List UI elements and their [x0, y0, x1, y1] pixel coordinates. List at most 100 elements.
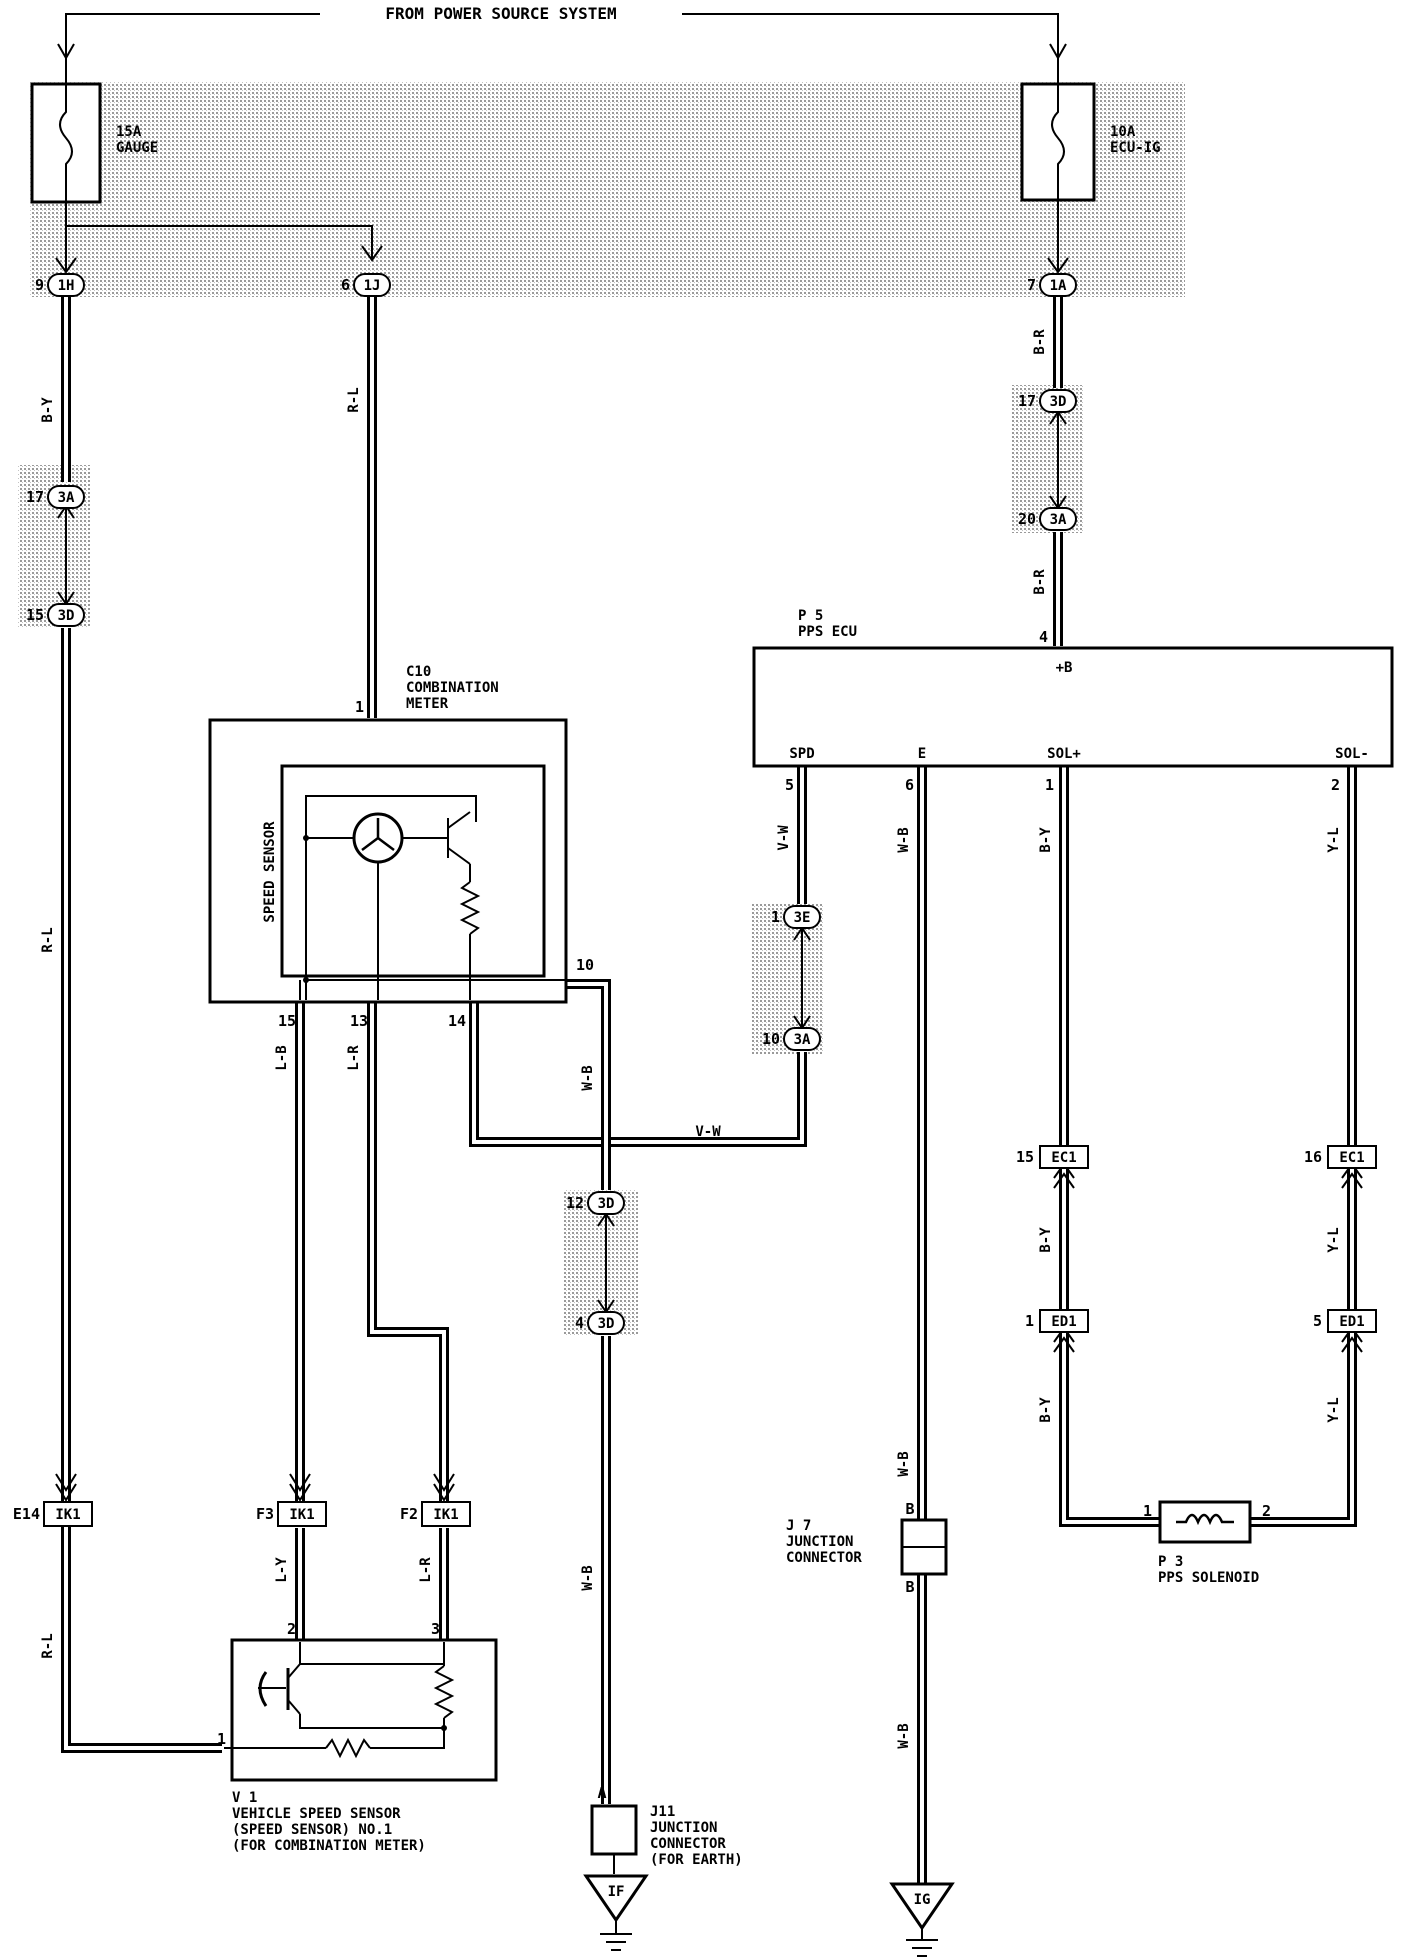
svg-text:R-L: R-L [40, 927, 56, 952]
connector-3D-right: 17 3D [1018, 389, 1077, 413]
svg-text:SOL-: SOL- [1335, 746, 1369, 762]
svg-text:1: 1 [1045, 776, 1054, 794]
svg-text:W-B: W-B [896, 827, 912, 852]
wire-color-labels: B-Y R-L B-R B-R R-L L-B L-R W-B V-W V-W … [40, 329, 1342, 1749]
svg-text:E14: E14 [13, 1505, 40, 1523]
svg-text:F2: F2 [400, 1505, 418, 1523]
vehicle-speed-sensor-line2: (SPEED SENSOR) NO.1 [232, 1822, 392, 1838]
svg-text:F3: F3 [256, 1505, 274, 1523]
svg-text:L-R: L-R [418, 1557, 434, 1583]
svg-text:9: 9 [35, 276, 44, 294]
svg-text:B-Y: B-Y [40, 397, 56, 423]
pps-solenoid: 1 2 P 3 PPS SOLENOID [1143, 1500, 1271, 1586]
connector-1H: 9 1H [35, 273, 85, 297]
svg-text:1H: 1H [58, 278, 75, 294]
svg-text:17: 17 [26, 488, 44, 506]
svg-text:ED1: ED1 [1339, 1314, 1364, 1330]
pps-solenoid-name: PPS SOLENOID [1158, 1570, 1259, 1586]
svg-text:B: B [905, 1578, 914, 1596]
connector-IK1-F2: F2 IK1 [400, 1501, 471, 1527]
svg-text:4: 4 [575, 1314, 584, 1332]
svg-text:6: 6 [341, 276, 350, 294]
svg-text:1J: 1J [364, 278, 381, 294]
ground-ig: IG [889, 1882, 955, 1957]
junction-block-area [30, 82, 1185, 297]
pps-ecu-name: PPS ECU [798, 624, 857, 640]
power-source-line: FROM POWER SOURCE SYSTEM [57, 4, 1067, 61]
j11-line1: JUNCTION [650, 1820, 717, 1836]
svg-text:W-B: W-B [580, 1065, 596, 1090]
power-source-label: FROM POWER SOURCE SYSTEM [385, 4, 616, 23]
sensor-resistor-v-icon [433, 1665, 455, 1719]
connector-3D-left: 15 3D [26, 603, 85, 627]
connector-EC1-right: 16 EC1 [1304, 1145, 1377, 1169]
junction-connector-j7: B B J 7 JUNCTION CONNECTOR [786, 1500, 948, 1596]
connector-arrowheads [55, 1162, 1363, 1502]
svg-text:B-R: B-R [1032, 329, 1048, 355]
svg-text:ED1: ED1 [1051, 1314, 1076, 1330]
combination-meter: C10 COMBINATION METER SPEED SENSOR 1 10 … [208, 664, 594, 1030]
speed-sensor-label: SPEED SENSOR [262, 821, 278, 923]
j11-line2: CONNECTOR [650, 1836, 726, 1852]
svg-text:B-Y: B-Y [1038, 1227, 1054, 1253]
svg-text:5: 5 [785, 776, 794, 794]
svg-text:A: A [597, 1784, 606, 1802]
svg-text:6: 6 [905, 776, 914, 794]
fuse-gauge-rating: 15A [116, 124, 142, 140]
svg-text:V-W: V-W [695, 1124, 721, 1140]
svg-text:3D: 3D [598, 1196, 615, 1212]
svg-text:R-L: R-L [40, 1633, 56, 1658]
svg-text:1A: 1A [1050, 278, 1067, 294]
j7-line2: CONNECTOR [786, 1550, 862, 1566]
svg-text:3A: 3A [794, 1032, 811, 1048]
svg-text:10: 10 [762, 1030, 780, 1048]
svg-text:4: 4 [1039, 628, 1048, 646]
svg-text:IG: IG [914, 1892, 931, 1908]
svg-text:E: E [918, 746, 926, 762]
svg-text:EC1: EC1 [1339, 1150, 1364, 1166]
svg-text:16: 16 [1304, 1148, 1322, 1166]
svg-text:2: 2 [1262, 1502, 1271, 1520]
combination-meter-name-1: COMBINATION [406, 680, 499, 696]
pps-ecu: P 5 PPS ECU 4 +B SPD E SOL+ SOL- 5 6 1 2 [752, 608, 1394, 794]
svg-text:L-Y: L-Y [274, 1557, 290, 1583]
svg-text:B-Y: B-Y [1038, 827, 1054, 853]
svg-text:5: 5 [1313, 1312, 1322, 1330]
pps-ecu-code: P 5 [798, 608, 823, 624]
connector-EC1-left: 15 EC1 [1016, 1145, 1089, 1169]
connector-3D-mid-top: 12 3D [566, 1191, 625, 1215]
svg-text:15: 15 [278, 1012, 296, 1030]
connector-3D-mid-bottom: 4 3D [575, 1311, 625, 1335]
svg-text:7: 7 [1027, 276, 1036, 294]
svg-text:B-R: B-R [1032, 569, 1048, 595]
svg-text:Y-L: Y-L [1326, 827, 1342, 852]
svg-text:B: B [905, 1500, 914, 1518]
vehicle-speed-sensor-line1: VEHICLE SPEED SENSOR [232, 1806, 401, 1822]
svg-text:IK1: IK1 [289, 1507, 314, 1523]
svg-text:1: 1 [1025, 1312, 1034, 1330]
j7-code: J 7 [786, 1518, 811, 1534]
svg-text:L-R: L-R [346, 1045, 362, 1071]
svg-text:3A: 3A [1050, 512, 1067, 528]
svg-text:15: 15 [26, 606, 44, 624]
svg-text:W-B: W-B [580, 1565, 596, 1590]
connector-3A-left: 17 3A [26, 485, 85, 509]
svg-text:10: 10 [576, 956, 594, 974]
svg-text:2: 2 [1331, 776, 1340, 794]
connector-3E: 1 3E [771, 905, 821, 929]
vehicle-speed-sensor-code: V 1 [232, 1790, 257, 1806]
fuse-gauge-name: GAUGE [116, 140, 158, 156]
connector-3A-mid: 10 3A [762, 1027, 821, 1051]
fuse-ecu-ig-name: ECU-IG [1110, 140, 1161, 156]
svg-text:20: 20 [1018, 510, 1036, 528]
svg-text:SPD: SPD [789, 746, 814, 762]
vehicle-speed-sensor: V 1 VEHICLE SPEED SENSOR (SPEED SENSOR) … [217, 1620, 498, 1854]
svg-text:17: 17 [1018, 392, 1036, 410]
connector-IK1-F3: F3 IK1 [256, 1501, 327, 1527]
connector-IK1-E14: E14 IK1 [13, 1501, 93, 1527]
svg-text:12: 12 [566, 1194, 584, 1212]
svg-text:3D: 3D [598, 1316, 615, 1332]
svg-text:Y-L: Y-L [1326, 1227, 1342, 1252]
svg-text:IK1: IK1 [433, 1507, 458, 1523]
